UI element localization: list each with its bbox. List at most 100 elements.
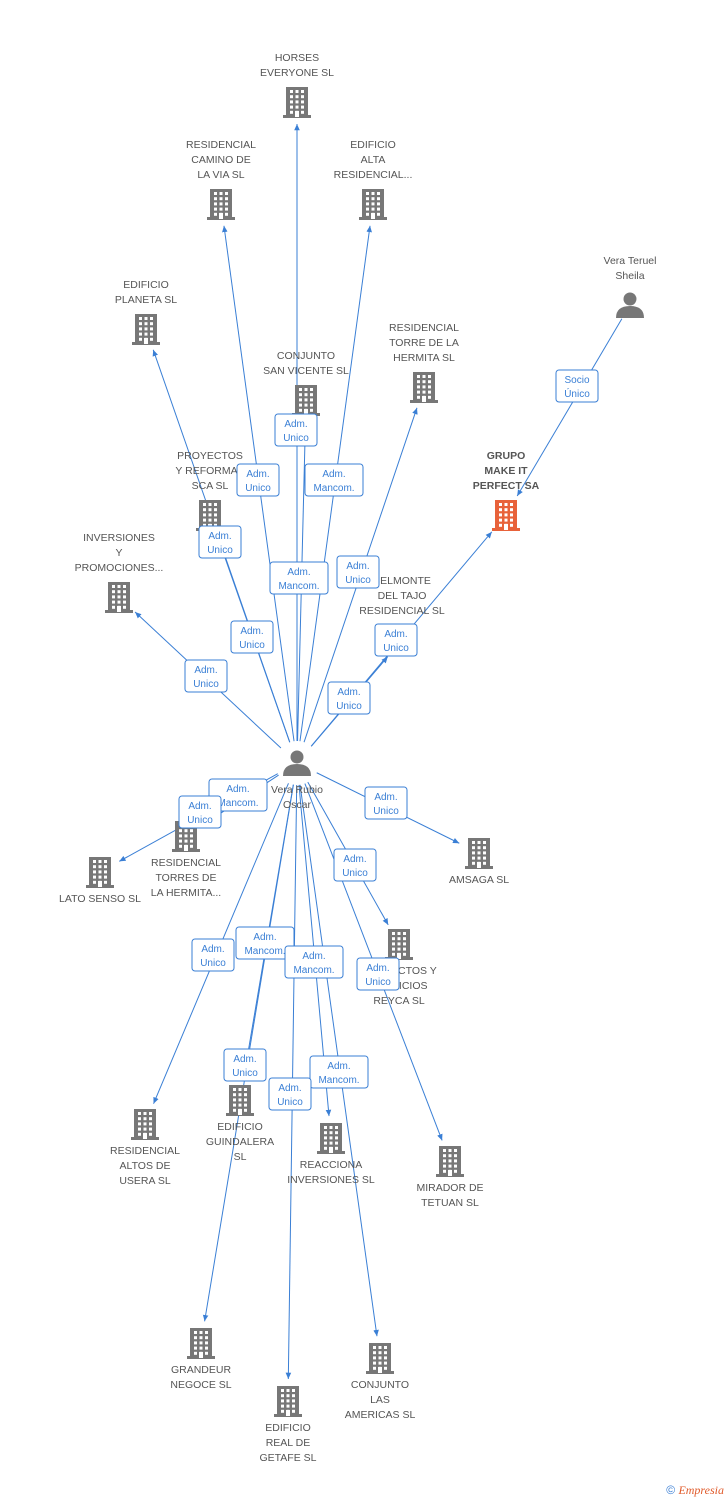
- node-label-line: RESIDENCIAL: [186, 139, 256, 151]
- footer-brand[interactable]: © Empresia: [666, 1483, 724, 1498]
- role-badge-reacciona[interactable]: Adm.Mancom.: [309, 1055, 369, 1089]
- role-badge-grupo_make_it[interactable]: Adm.Unico: [374, 623, 418, 657]
- node-label-line: TORRES DE: [155, 872, 216, 884]
- role-badge-horses[interactable]: Adm.Unico: [274, 413, 318, 447]
- role-badge-text: Adm.: [253, 932, 276, 943]
- role-badge-proyectos_reformas[interactable]: Adm.Unico: [198, 525, 242, 559]
- node-label-line: PROMOCIONES...: [75, 562, 164, 574]
- building-icon: [385, 929, 413, 960]
- node-amsaga[interactable]: AMSAGA SL: [449, 838, 509, 886]
- role-badge-text: Mancom.: [217, 798, 258, 809]
- role-badge-text: Unico: [365, 977, 391, 988]
- role-badge-text: Adm.: [201, 944, 224, 955]
- node-label-line: TETUAN SL: [421, 1197, 479, 1209]
- role-badge-text: Adm.: [384, 629, 407, 640]
- node-label-line: AMSAGA SL: [449, 874, 509, 886]
- role-badge-edificio_alta[interactable]: Adm.Mancom.: [304, 463, 364, 497]
- role-badge-lato_senso[interactable]: Adm.Unico: [178, 795, 222, 829]
- role-badge-residencial_camino[interactable]: Adm.Unico: [236, 463, 280, 497]
- role-badge-conjunto_americas[interactable]: Adm.Mancom.: [284, 945, 344, 979]
- role-badge-text: Unico: [277, 1097, 303, 1108]
- building-icon: [131, 1109, 159, 1140]
- node-label-line: Vera Rubio: [271, 784, 323, 796]
- role-badge-text: Adm.: [233, 1054, 256, 1065]
- node-label-line: LA HERMITA...: [151, 887, 221, 899]
- node-label-line: Vera Teruel: [604, 255, 657, 267]
- node-label-line: MAKE IT: [484, 465, 528, 477]
- node-label-line: TORRE DE LA: [389, 337, 459, 349]
- role-badge-text: Adm.: [346, 561, 369, 572]
- role-badge-edificio_getafe[interactable]: Adm. Unico: [268, 1077, 312, 1111]
- node-label-line: DEL TAJO: [378, 590, 427, 602]
- node-label-line: EDIFICIO: [350, 139, 396, 151]
- node-label-line: RESIDENCIAL: [389, 322, 459, 334]
- node-label-line: GRANDEUR: [171, 1364, 232, 1376]
- node-label-line: NEGOCE SL: [170, 1379, 231, 1391]
- node-label-line: REYCA SL: [373, 995, 425, 1007]
- building-icon: [274, 1386, 302, 1417]
- node-label-line: Oscar: [283, 799, 312, 811]
- building-icon: [366, 1343, 394, 1374]
- building-icon: [436, 1146, 464, 1177]
- node-inversiones_promociones[interactable]: INVERSIONESYPROMOCIONES...: [75, 532, 164, 613]
- building-icon: [283, 87, 311, 118]
- building-icon: [226, 1085, 254, 1116]
- role-badge-text: Adm.: [366, 963, 389, 974]
- node-label-line: CAMINO DE: [191, 154, 251, 166]
- role-badge-inversiones_promociones[interactable]: Adm.Unico: [184, 659, 228, 693]
- node-label-line: PROYECTOS: [177, 450, 243, 462]
- role-badge-conjunto_san_vicente[interactable]: Adm.Mancom.: [269, 561, 329, 595]
- building-icon: [410, 372, 438, 403]
- role-badge-text: Socio: [564, 375, 589, 386]
- role-badge-grandeur_negoce[interactable]: Adm.Mancom.: [235, 926, 295, 960]
- building-icon: [292, 385, 320, 416]
- role-badge-edificio_guindalera[interactable]: Adm.Unico: [223, 1048, 267, 1082]
- node-edificio_alta[interactable]: EDIFICIOALTARESIDENCIAL...: [334, 139, 413, 220]
- node-label-line: EDIFICIO: [123, 279, 169, 291]
- role-badge-text: Unico: [200, 958, 226, 969]
- role-badge-residencial_torres[interactable]: Adm.Mancom.: [208, 778, 268, 812]
- role-badge-text: Adm.: [322, 469, 345, 480]
- node-grandeur_negoce[interactable]: GRANDEUR NEGOCE SL: [170, 1328, 232, 1391]
- node-label-line: BELMONTE: [373, 575, 431, 587]
- person-icon: [283, 750, 311, 776]
- role-badge-residencial_torre[interactable]: Adm.Unico: [336, 555, 380, 589]
- node-label-line: Sheila: [615, 270, 644, 282]
- person-icon: [616, 292, 644, 318]
- role-badge-mirador_tetuan[interactable]: Adm. Unico: [356, 957, 400, 991]
- role-badge-text: Adm.: [287, 567, 310, 578]
- role-badge-residencial_altos[interactable]: Adm. Unico: [191, 938, 235, 972]
- role-badge-text: Unico: [193, 679, 219, 690]
- node-label-line: SCA SL: [192, 480, 229, 492]
- node-label-line: REACCIONA: [300, 1159, 362, 1171]
- node-lato_senso[interactable]: LATO SENSO SL: [59, 857, 141, 905]
- role-badge-servicios_reyca[interactable]: Adm.Unico: [333, 848, 377, 882]
- role-badge-edificio_planeta[interactable]: Adm.Unico: [230, 620, 274, 654]
- role-badge-amsaga[interactable]: Adm. Unico: [364, 786, 408, 820]
- node-label-line: ALTOS DE: [120, 1160, 171, 1172]
- node-label-line: USERA SL: [119, 1175, 171, 1187]
- role-badge-text: Adm.: [374, 792, 397, 803]
- role-badge-text: Adm.: [278, 1083, 301, 1094]
- node-label-line: EVERYONE SL: [260, 67, 334, 79]
- node-label-line: RESIDENCIAL...: [334, 169, 413, 181]
- role-badge-belmonte[interactable]: Adm.Unico: [327, 681, 371, 715]
- role-badge-text: Unico: [373, 806, 399, 817]
